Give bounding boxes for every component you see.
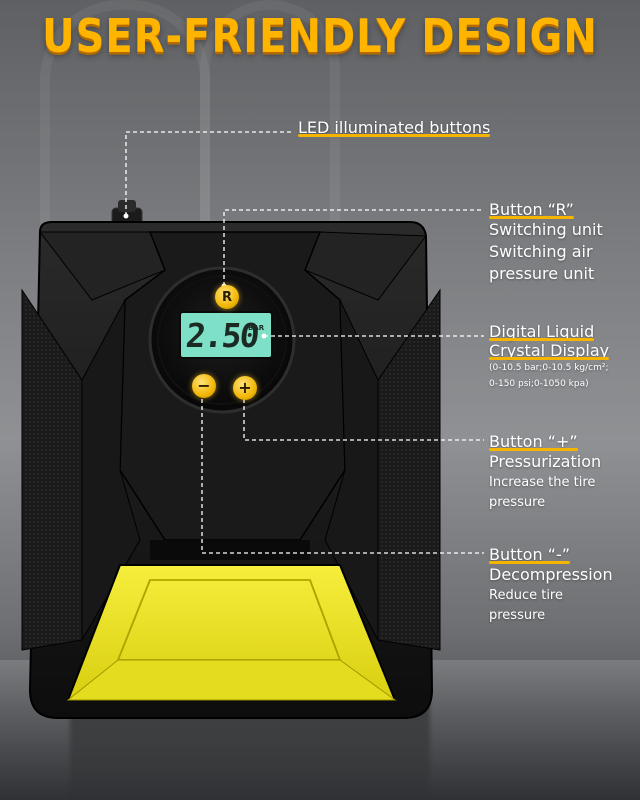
callout-button-minus-line: Reduce tire bbox=[489, 588, 563, 603]
callout-lcd: Digital Liquid Crystal Display (0-10.5 b… bbox=[489, 322, 610, 392]
callout-lcd-ranges-2: 0-150 psi;0-1050 kpa) bbox=[489, 379, 589, 389]
minus-button[interactable]: − bbox=[192, 374, 216, 398]
r-unit-button[interactable]: R bbox=[215, 285, 239, 309]
lcd-reading: 2.50 bbox=[184, 316, 260, 355]
callout-button-minus-line: pressure bbox=[489, 608, 546, 623]
background-arch bbox=[200, 0, 340, 230]
callout-button-plus-title: Button “+” bbox=[489, 432, 578, 451]
callout-lcd-ranges-1: (0-10.5 bar;0-10.5 kg/cm²; bbox=[489, 363, 609, 373]
device-reflection bbox=[70, 705, 430, 800]
minus-button-label: − bbox=[197, 376, 211, 395]
callout-button-plus: Button “+” Pressurization Increase the t… bbox=[489, 432, 601, 513]
callout-button-r-line: Switching air bbox=[489, 242, 593, 261]
callout-lcd-title-1: Digital Liquid bbox=[489, 322, 595, 341]
callout-led-title: LED illuminated buttons bbox=[298, 118, 491, 137]
callout-button-plus-line: pressure bbox=[489, 495, 546, 510]
plus-button-label: + bbox=[238, 378, 252, 397]
callout-button-r-line: pressure unit bbox=[489, 264, 595, 283]
plus-button[interactable]: + bbox=[233, 376, 257, 400]
headline: USER-FRIENDLY DESIGN bbox=[42, 10, 598, 64]
callout-lcd-title-2: Crystal Display bbox=[489, 341, 610, 360]
r-button-label: R bbox=[221, 289, 232, 305]
callout-button-plus-subtitle: Pressurization bbox=[489, 452, 602, 471]
lcd-unit: BAR bbox=[248, 324, 265, 332]
callout-button-minus-subtitle: Decompression bbox=[489, 565, 613, 584]
callout-button-r-line: Switching unit bbox=[489, 220, 603, 239]
callout-button-minus: Button “-” Decompression Reduce tire pre… bbox=[489, 545, 613, 626]
callout-button-minus-title: Button “-” bbox=[489, 545, 571, 564]
callout-button-r: Button “R” Switching unit Switching air … bbox=[489, 200, 603, 285]
callout-button-r-title: Button “R” bbox=[489, 200, 574, 219]
callout-button-plus-line: Increase the tire bbox=[489, 475, 596, 490]
callout-led: LED illuminated buttons bbox=[298, 118, 491, 137]
